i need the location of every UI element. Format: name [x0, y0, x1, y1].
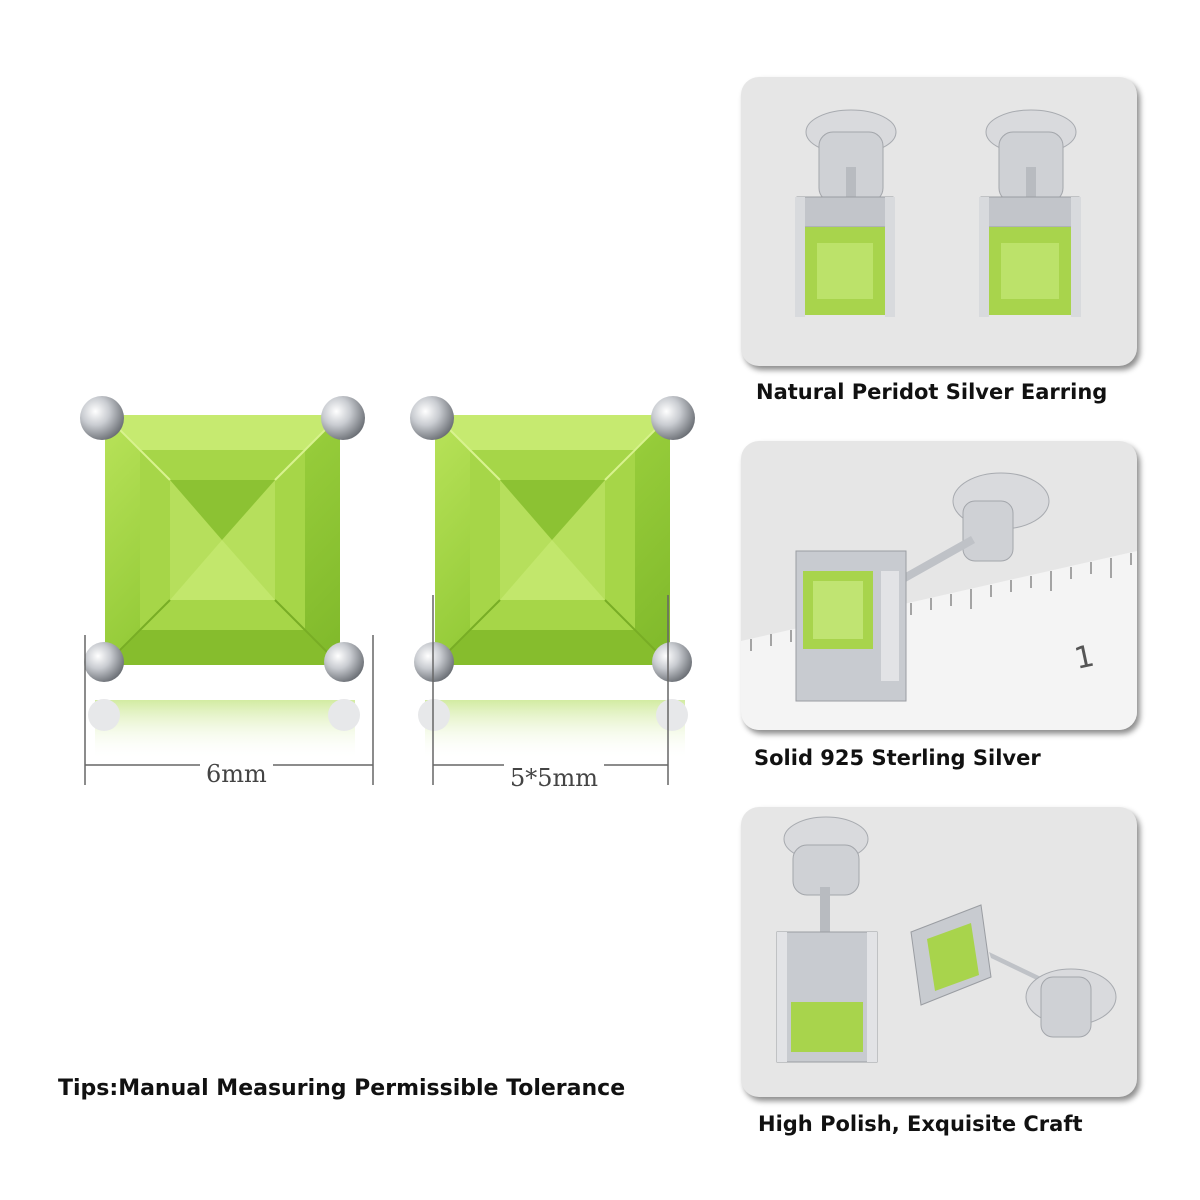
tips-note: Tips:Manual Measuring Permissible Tolera… — [58, 1076, 626, 1101]
photo-card-side-view-ruler: 1 — [741, 441, 1137, 730]
card-caption-high-polish: High Polish, Exquisite Craft — [758, 1112, 1083, 1136]
card-caption-sterling-silver: Solid 925 Sterling Silver — [754, 746, 1041, 770]
side-view-ruler-photo: 1 — [741, 472, 1137, 730]
dimension-label-width: 6mm — [200, 760, 273, 788]
earring-pair-illustration — [80, 396, 695, 785]
main-product-image: 6mm 5*5mm — [60, 380, 700, 800]
photo-card-front-view — [741, 77, 1137, 366]
card-caption-natural-peridot: Natural Peridot Silver Earring — [756, 380, 1108, 404]
right-stud — [410, 396, 695, 760]
left-stud — [80, 396, 365, 760]
angled-view-photo — [776, 816, 1117, 1063]
front-view-photo — [795, 109, 1081, 317]
photo-card-angled-view — [741, 807, 1137, 1097]
dimension-label-stone-size: 5*5mm — [504, 764, 605, 792]
